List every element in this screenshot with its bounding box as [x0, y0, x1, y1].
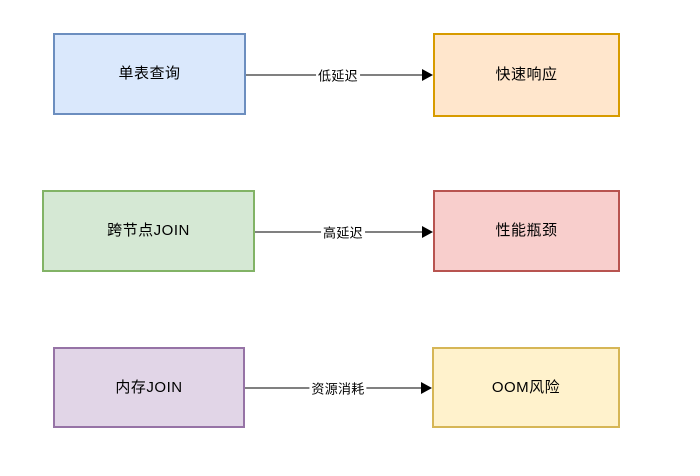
flow-row-2: 跨节点JOIN 高延迟 性能瓶颈	[0, 0, 700, 272]
edge-label: 资源消耗	[309, 378, 367, 398]
node-perf-bottleneck[interactable]: 性能瓶颈	[433, 190, 620, 272]
node-label: 性能瓶颈	[495, 222, 558, 239]
edge-label: 低延迟	[316, 65, 360, 85]
node-single-table-query[interactable]: 单表查询	[53, 33, 246, 115]
edge-label: 高延迟	[321, 222, 365, 242]
node-oom-risk[interactable]: OOM风险	[432, 347, 620, 428]
arrowhead-icon	[421, 382, 432, 394]
node-label: 内存JOIN	[115, 378, 183, 396]
node-fast-response[interactable]: 快速响应	[433, 33, 620, 117]
flow-row-1: 单表查询 低延迟 快速响应	[0, 0, 700, 160]
arrowhead-icon	[422, 226, 433, 238]
edge-high-latency: 高延迟	[255, 221, 433, 243]
node-label: 跨节点JOIN	[107, 222, 190, 239]
flow-row-3: 内存JOIN 资源消耗 OOM风险	[0, 0, 700, 428]
edge-low-latency: 低延迟	[246, 64, 433, 86]
arrowhead-icon	[422, 69, 433, 81]
node-label: OOM风险	[491, 378, 561, 396]
node-label: 单表查询	[118, 65, 181, 82]
edge-resource-consumption: 资源消耗	[245, 377, 432, 399]
node-cross-node-join[interactable]: 跨节点JOIN	[42, 190, 255, 272]
node-label: 快速响应	[495, 66, 558, 83]
node-memory-join[interactable]: 内存JOIN	[53, 347, 245, 428]
